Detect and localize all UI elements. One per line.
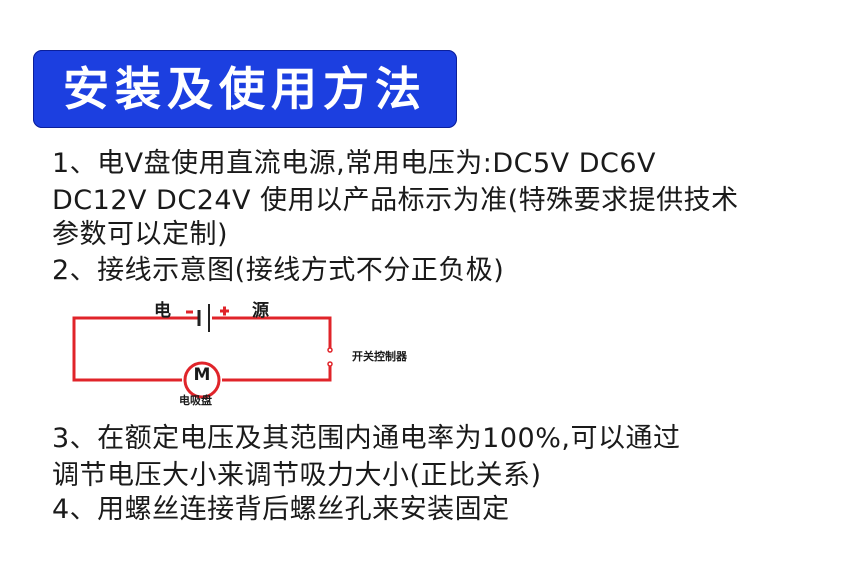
wiring-diagram: 电 源 开关控制器 M 电吸盘 <box>62 292 442 416</box>
switch-contact-top <box>327 347 333 353</box>
motor-circle <box>183 361 221 399</box>
instruction-line-7: 4、用螺丝连接背后螺丝孔来安装固定 <box>52 494 510 525</box>
motor-label: 电吸盘 <box>179 394 212 407</box>
switch-contact-bottom <box>327 361 333 367</box>
power-label-left: 电 <box>154 301 171 321</box>
instruction-line-4: 2、接线示意图(接线方式不分正负极) <box>52 255 505 286</box>
power-label-right: 源 <box>252 301 269 321</box>
instruction-line-1: 1、电V盘使用直流电源,常用电压为:DC5V DC6V <box>52 148 656 179</box>
instruction-line-2: DC12V DC24V 使用以产品标示为准(特殊要求提供技术 <box>52 185 739 216</box>
circuit-wire-bottom-right <box>222 366 332 382</box>
page-title: 安装及使用方法 <box>63 62 427 116</box>
wiring-diagram-svg <box>72 304 333 399</box>
circuit-wire-left <box>72 316 198 382</box>
instruction-line-6: 调节电压大小来调节吸力大小(正比关系) <box>52 460 542 491</box>
switch-label: 开关控制器 <box>352 350 407 363</box>
instruction-line-3: 参数可以定制) <box>52 219 229 250</box>
instruction-line-5: 3、在额定电压及其范围内通电率为100%,可以通过 <box>52 423 681 454</box>
title-banner: 安装及使用方法 <box>33 50 457 128</box>
motor-letter: M <box>193 365 211 385</box>
circuit-wire-top-right <box>212 316 332 348</box>
